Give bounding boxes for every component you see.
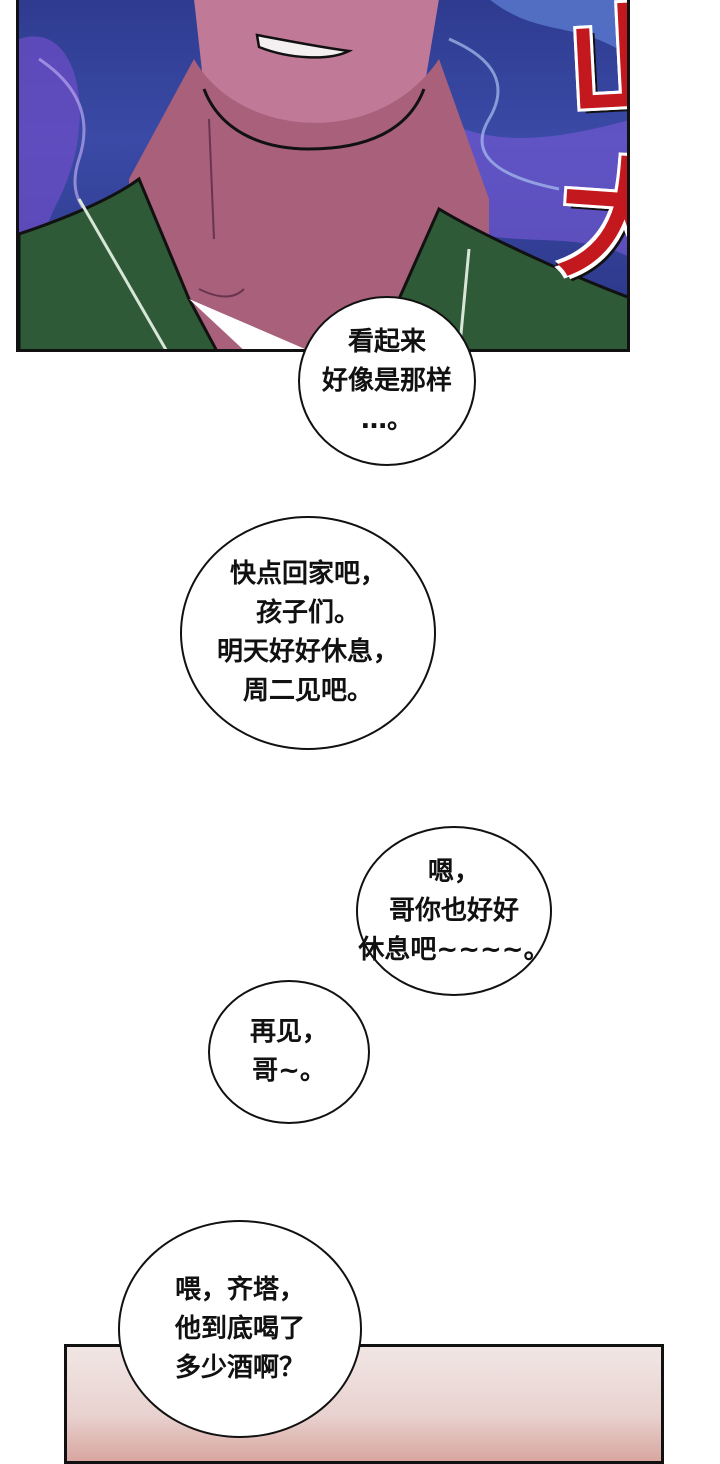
speech-bubble: 看起来 好像是那样 …。 [298,296,476,466]
speech-text: 喂，齐塔， 他到底喝了 多少酒啊？ [174,1274,305,1383]
speech-bubble: 快点回家吧， 孩子们。 明天好好休息， 周二见吧。 [180,516,436,750]
collarbone [198,288,245,298]
speech-bubble: 嗯， 哥你也好好 休息吧~~~~。 [356,826,552,996]
swirl-line [448,37,560,191]
neck-shape [129,59,489,349]
jawline [202,88,426,151]
mouth [255,33,354,59]
speech-text: 快点回家吧， 孩子们。 明天好好休息， 周二见吧。 [216,559,399,706]
neck-line [208,118,215,240]
speech-text: 再见， 哥~。 [249,1017,328,1086]
sfx-character: 山 [563,0,630,137]
speech-text: 看起来 好像是那样 …。 [321,326,452,435]
sfx-character: 大 [553,140,630,303]
speech-text: 嗯， 哥你也好好 休息吧~~~~。 [358,856,550,965]
shirt [189,299,306,349]
speech-bubble: 喂，齐塔， 他到底喝了 多少酒啊？ [118,1220,362,1438]
top-panel: 山 大 [16,0,630,352]
swirl-shape [490,0,627,55]
speech-bubble: 再见， 哥~。 [208,980,370,1124]
character-illustration [19,0,627,349]
collar-stripe [77,198,168,349]
